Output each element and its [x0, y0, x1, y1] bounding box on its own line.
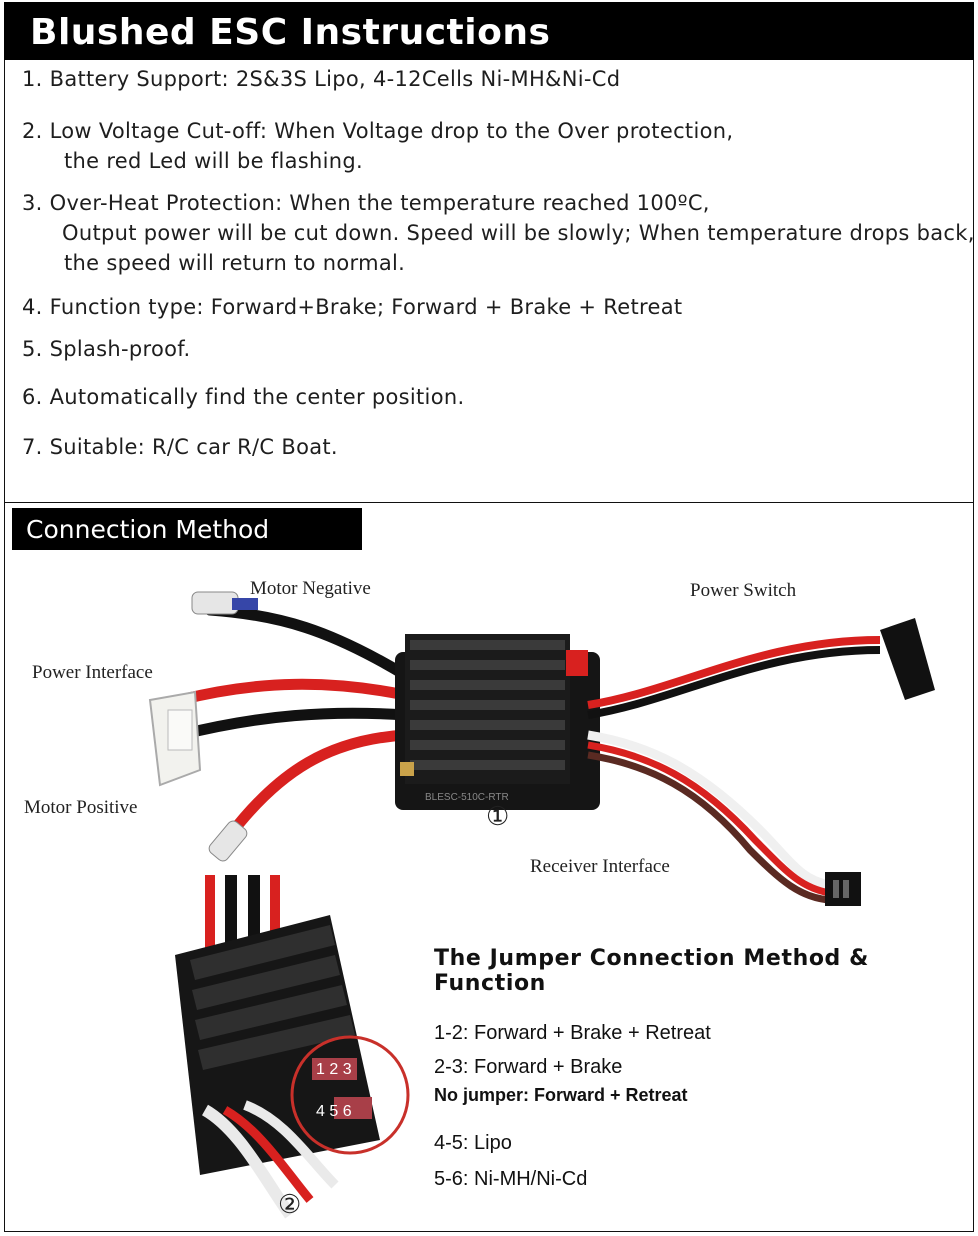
motor-negative-connector: [191, 591, 258, 615]
jumper-block: [312, 1058, 357, 1080]
jumper-item-no-jumper: No jumper: Forward + Retreat: [434, 1085, 688, 1105]
figure-1-marker: ①: [486, 802, 510, 831]
connection-title-bar: Connection Method: [12, 508, 362, 550]
page-title: Blushed ESC Instructions: [30, 12, 551, 53]
spec-line: the red Led will be flashing.: [64, 149, 363, 173]
motor-positive-connector: [208, 820, 248, 862]
label-motor-negative: Motor Negative: [250, 578, 371, 599]
jumper-pins-top: 1 2 3: [316, 1061, 352, 1078]
jumper-highlight-ring: [290, 1035, 410, 1155]
label-power-switch: Power Switch: [690, 580, 797, 601]
switch-plug: [566, 650, 588, 676]
jumper-item: 5-6: Ni-MH/Ni-Cd: [434, 1168, 588, 1190]
jumper-item: 4-5: Lipo: [434, 1132, 512, 1154]
power-interface-plug: [148, 690, 202, 787]
spec-item-6: 6. Automatically find the center positio…: [22, 382, 464, 412]
spec-line: 5. Splash-proof.: [22, 337, 191, 361]
spec-line: the speed will return to normal.: [64, 251, 406, 275]
spec-line: 1. Battery Support: 2S&3S Lipo, 4-12Cell…: [22, 67, 621, 91]
title-bar: Blushed ESC Instructions: [4, 2, 974, 60]
jumper-closeup-photo: [175, 875, 410, 1219]
figure-2-marker: ②: [278, 1190, 302, 1219]
spec-line: Output power will be cut down. Speed wil…: [62, 221, 975, 245]
spec-line: 6. Automatically find the center positio…: [22, 385, 465, 409]
spec-item-4: 4. Function type: Forward+Brake; Forward…: [22, 292, 682, 322]
heatsink: [405, 634, 570, 784]
power-switch: [880, 618, 935, 700]
label-receiver-interface: Receiver Interface: [530, 856, 670, 877]
spec-item-7: 7. Suitable: R/C car R/C Boat.: [22, 432, 338, 462]
jumper-item: 1-2: Forward + Brake + Retreat: [434, 1022, 711, 1044]
spec-item-3: 3. Over-Heat Protection: When the temper…: [22, 188, 975, 278]
label-motor-positive: Motor Positive: [24, 797, 138, 818]
label-power-interface: Power Interface: [32, 662, 153, 683]
spec-line: 3. Over-Heat Protection: When the temper…: [22, 191, 710, 215]
jumper-item: 2-3: Forward + Brake: [434, 1056, 623, 1078]
spec-item-1: 1. Battery Support: 2S&3S Lipo, 4-12Cell…: [22, 64, 620, 94]
esc-label-print: BLESC-510C-RTR: [425, 792, 509, 803]
connection-title: Connection Method: [26, 515, 270, 544]
spec-line: 2. Low Voltage Cut-off: When Voltage dro…: [22, 119, 734, 143]
jumper-pins-bottom: 4 5 6: [316, 1103, 352, 1120]
section-divider: [4, 502, 974, 503]
jumper-section-title: The Jumper Connection Method & Function: [434, 946, 869, 996]
spec-line: 4. Function type: Forward+Brake; Forward…: [22, 295, 683, 319]
spec-line: 7. Suitable: R/C car R/C Boat.: [22, 435, 338, 459]
esc-photo: BLESC-510C-RTR: [148, 591, 935, 906]
receiver-connector: [825, 872, 861, 906]
jumper-block: [334, 1097, 372, 1119]
spec-item-2: 2. Low Voltage Cut-off: When Voltage dro…: [22, 116, 733, 176]
spec-item-5: 5. Splash-proof.: [22, 334, 190, 364]
led: [400, 762, 414, 776]
